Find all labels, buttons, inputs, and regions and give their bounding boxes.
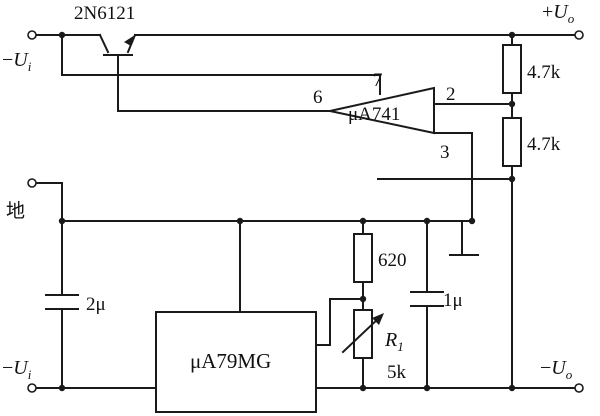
resistor-620 bbox=[353, 233, 373, 283]
junction-dots bbox=[58, 31, 516, 392]
terminal-ground bbox=[27, 178, 37, 188]
terminal-input-bottom bbox=[27, 383, 37, 393]
capacitor-2u-value: 2μ bbox=[86, 294, 106, 315]
output-top-label: +Uo bbox=[542, 1, 575, 26]
emitter-arrow-icon bbox=[124, 35, 135, 46]
capacitor-1u-value: 1μ bbox=[443, 290, 463, 311]
wiring bbox=[35, 34, 576, 389]
capacitor-1u bbox=[410, 291, 444, 307]
regulator-label: μA79MG bbox=[190, 349, 271, 373]
resistor-top-value: 4.7k bbox=[527, 62, 561, 83]
resistor-top bbox=[502, 44, 522, 94]
resistor-620-value: 620 bbox=[378, 250, 407, 271]
output-bottom-label: −Uo bbox=[540, 357, 573, 382]
transistor-2n6121 bbox=[98, 33, 137, 69]
terminal-input-top bbox=[27, 30, 37, 40]
opamp-pin-7: 7 bbox=[373, 70, 383, 91]
terminal-output-top bbox=[574, 30, 584, 40]
input-bottom-label: −Ui bbox=[2, 357, 32, 382]
capacitor-2u bbox=[45, 294, 79, 310]
opamp-ua741 bbox=[329, 86, 453, 135]
transistor-label: 2N6121 bbox=[74, 3, 135, 24]
opamp-pin-3: 3 bbox=[440, 142, 450, 163]
ground-label: 地 bbox=[6, 200, 25, 222]
opamp-label: μA741 bbox=[348, 104, 400, 125]
opamp-pin-6: 6 bbox=[313, 87, 323, 108]
resistor-middle bbox=[502, 117, 522, 167]
terminal-output-bottom bbox=[574, 383, 584, 393]
r1-value: 5k bbox=[387, 362, 407, 383]
opamp-pin-2: 2 bbox=[446, 84, 456, 105]
r1-symbol: R1 bbox=[384, 329, 404, 354]
resistor-middle-value: 4.7k bbox=[527, 134, 561, 155]
potentiometer-r1 bbox=[341, 309, 384, 359]
input-top-label: −Ui bbox=[2, 49, 32, 74]
regulator-ua79mg bbox=[155, 311, 317, 413]
variable-arrow-icon bbox=[372, 313, 384, 325]
